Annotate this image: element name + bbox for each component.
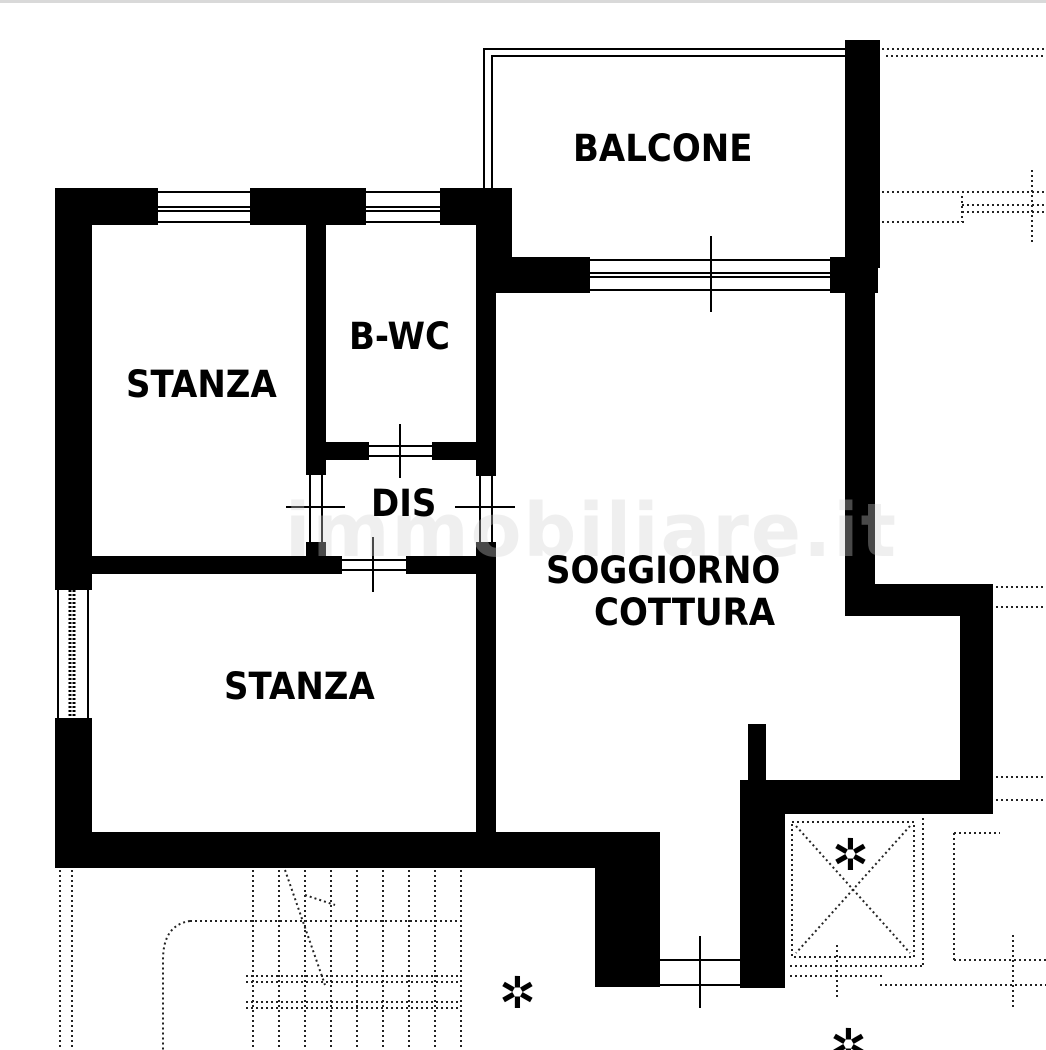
room-label-stanza-2: STANZA (224, 664, 375, 709)
windows (57, 191, 830, 986)
plant-symbols: ✲ ✲ ✲ (499, 830, 869, 1050)
walls (55, 40, 993, 988)
room-label-stanza-1: STANZA (126, 362, 277, 407)
room-label-cottura: COTTURA (594, 590, 776, 635)
doors (286, 236, 712, 1008)
room-label-balcone: BALCONE (573, 126, 753, 171)
asterisk-plant-icon: ✲ (832, 830, 869, 881)
top-border-line (0, 0, 1046, 3)
balcony-railing (483, 48, 845, 188)
room-label-soggiorno: SOGGIORNO (546, 548, 781, 593)
dotted-context-lines (59, 48, 1046, 1050)
room-label-bagno: B-WC (349, 314, 450, 359)
asterisk-plant-icon: ✲ (499, 968, 536, 1019)
room-label-disimpegno: DIS (371, 481, 437, 526)
asterisk-plant-icon: ✲ (830, 1020, 867, 1050)
